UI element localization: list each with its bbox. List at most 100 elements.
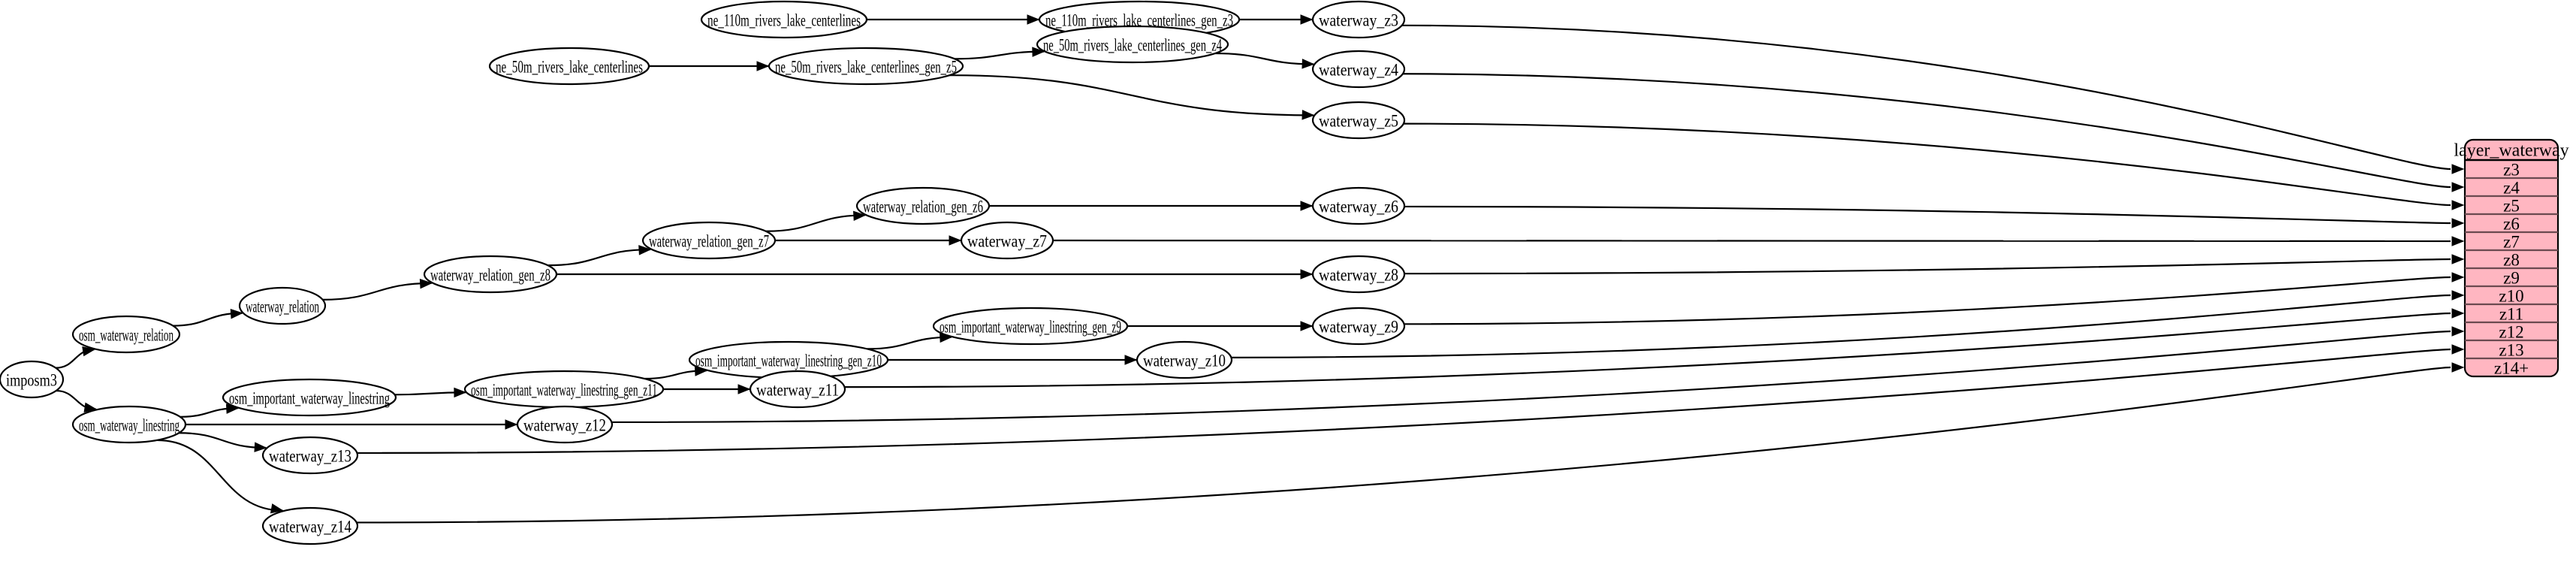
node-osm_important_waterway_linestring_gen_z9[interactable]: osm_important_waterway_linestring_gen_z9 — [932, 307, 1129, 346]
node-waterway_relation_gen_z7[interactable]: waterway_relation_gen_z7 — [641, 221, 777, 260]
edge-waterway_z14-to-layer_waterway_z14_ — [356, 366, 2451, 524]
node-label: osm_important_waterway_linestring — [229, 389, 390, 408]
node-shape — [1311, 50, 1406, 89]
node-waterway_z6[interactable]: waterway_z6 — [1311, 186, 1406, 225]
node-osm_waterway_linestring[interactable]: osm_waterway_linestring — [71, 405, 187, 444]
edge-arrowhead — [1032, 47, 1045, 57]
node-osm_important_waterway_linestring[interactable]: osm_important_waterway_linestring — [222, 378, 397, 417]
node-waterway_z10[interactable]: waterway_z10 — [1136, 340, 1233, 379]
edge-waterway_z10-to-layer_waterway_z10 — [1231, 294, 2451, 358]
node-waterway_z12[interactable]: waterway_z12 — [516, 405, 614, 444]
edge-arrowhead — [2451, 326, 2465, 337]
node-osm_waterway_relation[interactable]: osm_waterway_relation — [71, 315, 181, 354]
node-waterway_relation_gen_z8[interactable]: waterway_relation_gen_z8 — [423, 255, 558, 294]
node-shape — [238, 286, 327, 325]
node-osm_important_waterway_linestring_gen_z10[interactable]: osm_important_waterway_linestring_gen_z1… — [688, 340, 889, 379]
node-waterway_z7[interactable]: waterway_z7 — [960, 221, 1054, 260]
node-label: osm_important_waterway_linestring_gen_z9 — [940, 318, 1121, 337]
node-label: waterway_z9 — [1319, 318, 1398, 337]
node-label: osm_waterway_linestring — [79, 416, 179, 435]
node-label: waterway_z5 — [1319, 112, 1398, 131]
node-shape — [516, 405, 614, 444]
layer-table-row-z7[interactable]: z7 — [2503, 233, 2520, 252]
layer-waterway-table: layer_waterwayz3z4z5z6z7z8z9z10z11z12z13… — [2454, 138, 2569, 378]
edge-arrowhead — [2451, 200, 2465, 210]
edge-waterway_z11-to-layer_waterway_z11 — [844, 312, 2451, 388]
node-label: waterway_z7 — [967, 232, 1047, 251]
node-waterway_z3[interactable]: waterway_z3 — [1311, 0, 1406, 39]
edge-osm_waterway_linestring-to-waterway_z14 — [157, 439, 283, 512]
node-shape — [71, 405, 187, 444]
node-label: imposm3 — [6, 371, 57, 390]
node-shape — [960, 221, 1054, 260]
edge-waterway_z3-to-layer_waterway_z3 — [1401, 24, 2451, 171]
node-label: waterway_relation_gen_z6 — [863, 198, 983, 216]
node-label: osm_important_waterway_linestring_gen_z1… — [471, 381, 657, 400]
edge-arrowhead — [230, 309, 243, 319]
layer-table-row-z3[interactable]: z3 — [2503, 161, 2520, 180]
node-ne_50m_rivers_lake_centerlines_gen_z4[interactable]: ne_50m_rivers_lake_centerlines_gen_z4 — [1036, 25, 1229, 64]
node-shape — [641, 221, 777, 260]
edge-arrowhead — [1124, 355, 1138, 365]
edge-arrowhead — [756, 61, 770, 71]
layer-table-row-z10[interactable]: z10 — [2499, 287, 2523, 306]
edge-arrowhead — [949, 235, 962, 246]
node-shape — [700, 0, 868, 39]
edge-arrowhead — [2451, 344, 2465, 355]
edge-osm_important_waterway_linestring_gen_z10-to-osm_important_waterway_linestring_gen_z9 — [867, 336, 952, 350]
node-waterway_z4[interactable]: waterway_z4 — [1311, 50, 1406, 89]
edge-arrowhead — [1300, 321, 1314, 331]
layer-table-row-z13[interactable]: z13 — [2499, 341, 2523, 360]
edge-waterway_z9-to-layer_waterway_z9 — [1404, 276, 2451, 325]
edge-osm_waterway_linestring-to-waterway_z13 — [179, 432, 267, 449]
edge-arrowhead — [454, 387, 467, 398]
node-label: waterway_z6 — [1319, 198, 1398, 216]
node-shape — [1311, 101, 1406, 140]
layer-table-row-z6[interactable]: z6 — [2503, 215, 2520, 234]
node-ne_50m_rivers_lake_centerlines[interactable]: ne_50m_rivers_lake_centerlines — [488, 47, 650, 86]
layer-table-row-z9[interactable]: z9 — [2503, 269, 2520, 288]
layer-table-row-z12[interactable]: z12 — [2499, 323, 2523, 342]
edge-ne_50m_rivers_lake_centerlines_gen_z4-to-waterway_z4 — [1214, 52, 1314, 65]
node-shape — [749, 370, 846, 409]
node-label: ne_50m_rivers_lake_centerlines_gen_z5 — [775, 58, 957, 77]
node-label: waterway_z10 — [1143, 352, 1226, 370]
node-waterway_relation_gen_z6[interactable]: waterway_relation_gen_z6 — [855, 186, 991, 225]
node-waterway_z9[interactable]: waterway_z9 — [1311, 307, 1406, 346]
edge-arrowhead — [1302, 59, 1315, 69]
layer-table-row-z5[interactable]: z5 — [2503, 197, 2520, 216]
node-label: waterway_relation_gen_z7 — [649, 232, 769, 251]
node-label: waterway_z8 — [1319, 266, 1398, 285]
node-osm_important_waterway_linestring_gen_z11[interactable]: osm_important_waterway_linestring_gen_z1… — [463, 370, 665, 409]
edge-waterway_relation-to-waterway_relation_gen_z8 — [322, 282, 432, 301]
edges-layer — [56, 14, 2465, 524]
node-waterway_relation[interactable]: waterway_relation — [238, 286, 327, 325]
node-waterway_z13[interactable]: waterway_z13 — [261, 436, 359, 475]
edge-waterway_z6-to-layer_waterway_z6 — [1404, 205, 2451, 225]
node-ne_110m_rivers_lake_centerlines[interactable]: ne_110m_rivers_lake_centerlines — [700, 0, 868, 39]
node-shape — [1311, 186, 1406, 225]
node-imposm3[interactable]: imposm3 — [0, 360, 65, 399]
node-waterway_z8[interactable]: waterway_z8 — [1311, 255, 1406, 294]
edge-waterway_z13-to-layer_waterway_z13 — [357, 348, 2451, 455]
node-shape — [261, 436, 359, 475]
edge-arrowhead — [2451, 254, 2465, 264]
layer-table-row-z8[interactable]: z8 — [2503, 251, 2520, 270]
layer-table-row-z14plus[interactable]: z14+ — [2494, 359, 2529, 378]
node-label: ne_50m_rivers_lake_centerlines_gen_z4 — [1043, 36, 1222, 55]
node-waterway_z5[interactable]: waterway_z5 — [1311, 101, 1406, 140]
node-shape — [932, 307, 1129, 346]
edge-waterway_z8-to-layer_waterway_z8 — [1404, 258, 2451, 275]
node-waterway_z11[interactable]: waterway_z11 — [749, 370, 846, 409]
edge-waterway_z7-to-layer_waterway_z7 — [1052, 239, 2451, 243]
layer-table-row-z4[interactable]: z4 — [2503, 179, 2520, 198]
edge-arrowhead — [2451, 272, 2465, 282]
edge-arrowhead — [505, 419, 518, 430]
node-waterway_z14[interactable]: waterway_z14 — [261, 506, 359, 545]
layer-table-body — [2463, 138, 2559, 378]
layer-table-row-z11[interactable]: z11 — [2499, 305, 2523, 324]
node-label: waterway_relation — [246, 298, 319, 316]
edge-arrowhead — [2451, 164, 2465, 174]
node-label: waterway_z12 — [523, 416, 606, 435]
node-ne_50m_rivers_lake_centerlines_gen_z5[interactable]: ne_50m_rivers_lake_centerlines_gen_z5 — [768, 47, 964, 86]
